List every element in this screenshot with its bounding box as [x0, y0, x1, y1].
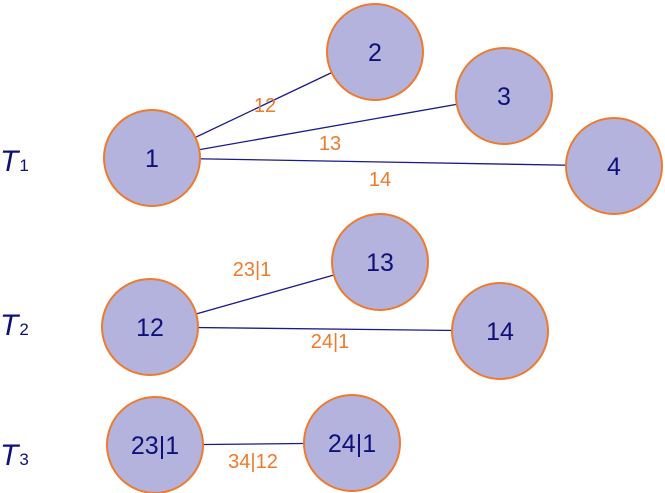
- node-circle: [326, 3, 424, 101]
- tree-row-label: T3: [0, 439, 29, 472]
- tree-node: 1: [103, 109, 201, 207]
- edge-n1-n3: [151, 95, 505, 159]
- edge-label: 23|1: [233, 259, 272, 281]
- node-label: 2: [368, 39, 382, 67]
- edge-labels-layer: 12 13 14 23|1 24|1 34|12: [228, 95, 391, 473]
- tree-row-letter: T: [0, 309, 21, 342]
- tree-node: 2: [326, 3, 424, 101]
- edge-label: 24|1: [311, 331, 350, 353]
- edge-n1-n4: [151, 157, 615, 167]
- edge-label: 13: [319, 133, 341, 155]
- tree-row-label: T2: [0, 309, 29, 342]
- tree-row-subscript: 2: [19, 320, 28, 339]
- tree-row-letter: T: [0, 439, 21, 472]
- tree-node: 14: [451, 282, 549, 380]
- node-circle: [101, 278, 199, 376]
- node-label: 14: [486, 318, 514, 346]
- node-label: 4: [607, 153, 621, 181]
- tree-node: 13: [331, 213, 429, 311]
- node-label: 3: [497, 83, 511, 111]
- edge-label: 12: [254, 95, 276, 117]
- tree-row-subscript: 3: [19, 450, 28, 469]
- tree-node: 4: [565, 117, 663, 215]
- tree-node: 12: [101, 278, 199, 376]
- tree-node: 3: [455, 47, 553, 145]
- tree-node: 24|1: [303, 394, 401, 492]
- edge-label: 14: [369, 169, 391, 191]
- node-label: 1: [145, 145, 159, 173]
- node-label: 12: [136, 314, 164, 342]
- node-circle: [455, 47, 553, 145]
- tree-row-letter: T: [0, 145, 21, 178]
- node-label: 23|1: [131, 432, 179, 460]
- edge-n12-n14: [149, 326, 501, 332]
- tree-node: 23|1: [106, 396, 204, 493]
- node-circle: [303, 394, 401, 492]
- node-label: 24|1: [328, 430, 376, 458]
- edge-label: 34|12: [228, 451, 278, 473]
- node-circle: [103, 109, 201, 207]
- tree-row-label: T1: [0, 145, 29, 178]
- node-circle: [565, 117, 663, 215]
- node-circle: [451, 282, 549, 380]
- node-circle: [106, 396, 204, 493]
- node-label: 13: [366, 249, 394, 277]
- node-circle: [331, 213, 429, 311]
- tree-row-subscript: 1: [19, 156, 28, 175]
